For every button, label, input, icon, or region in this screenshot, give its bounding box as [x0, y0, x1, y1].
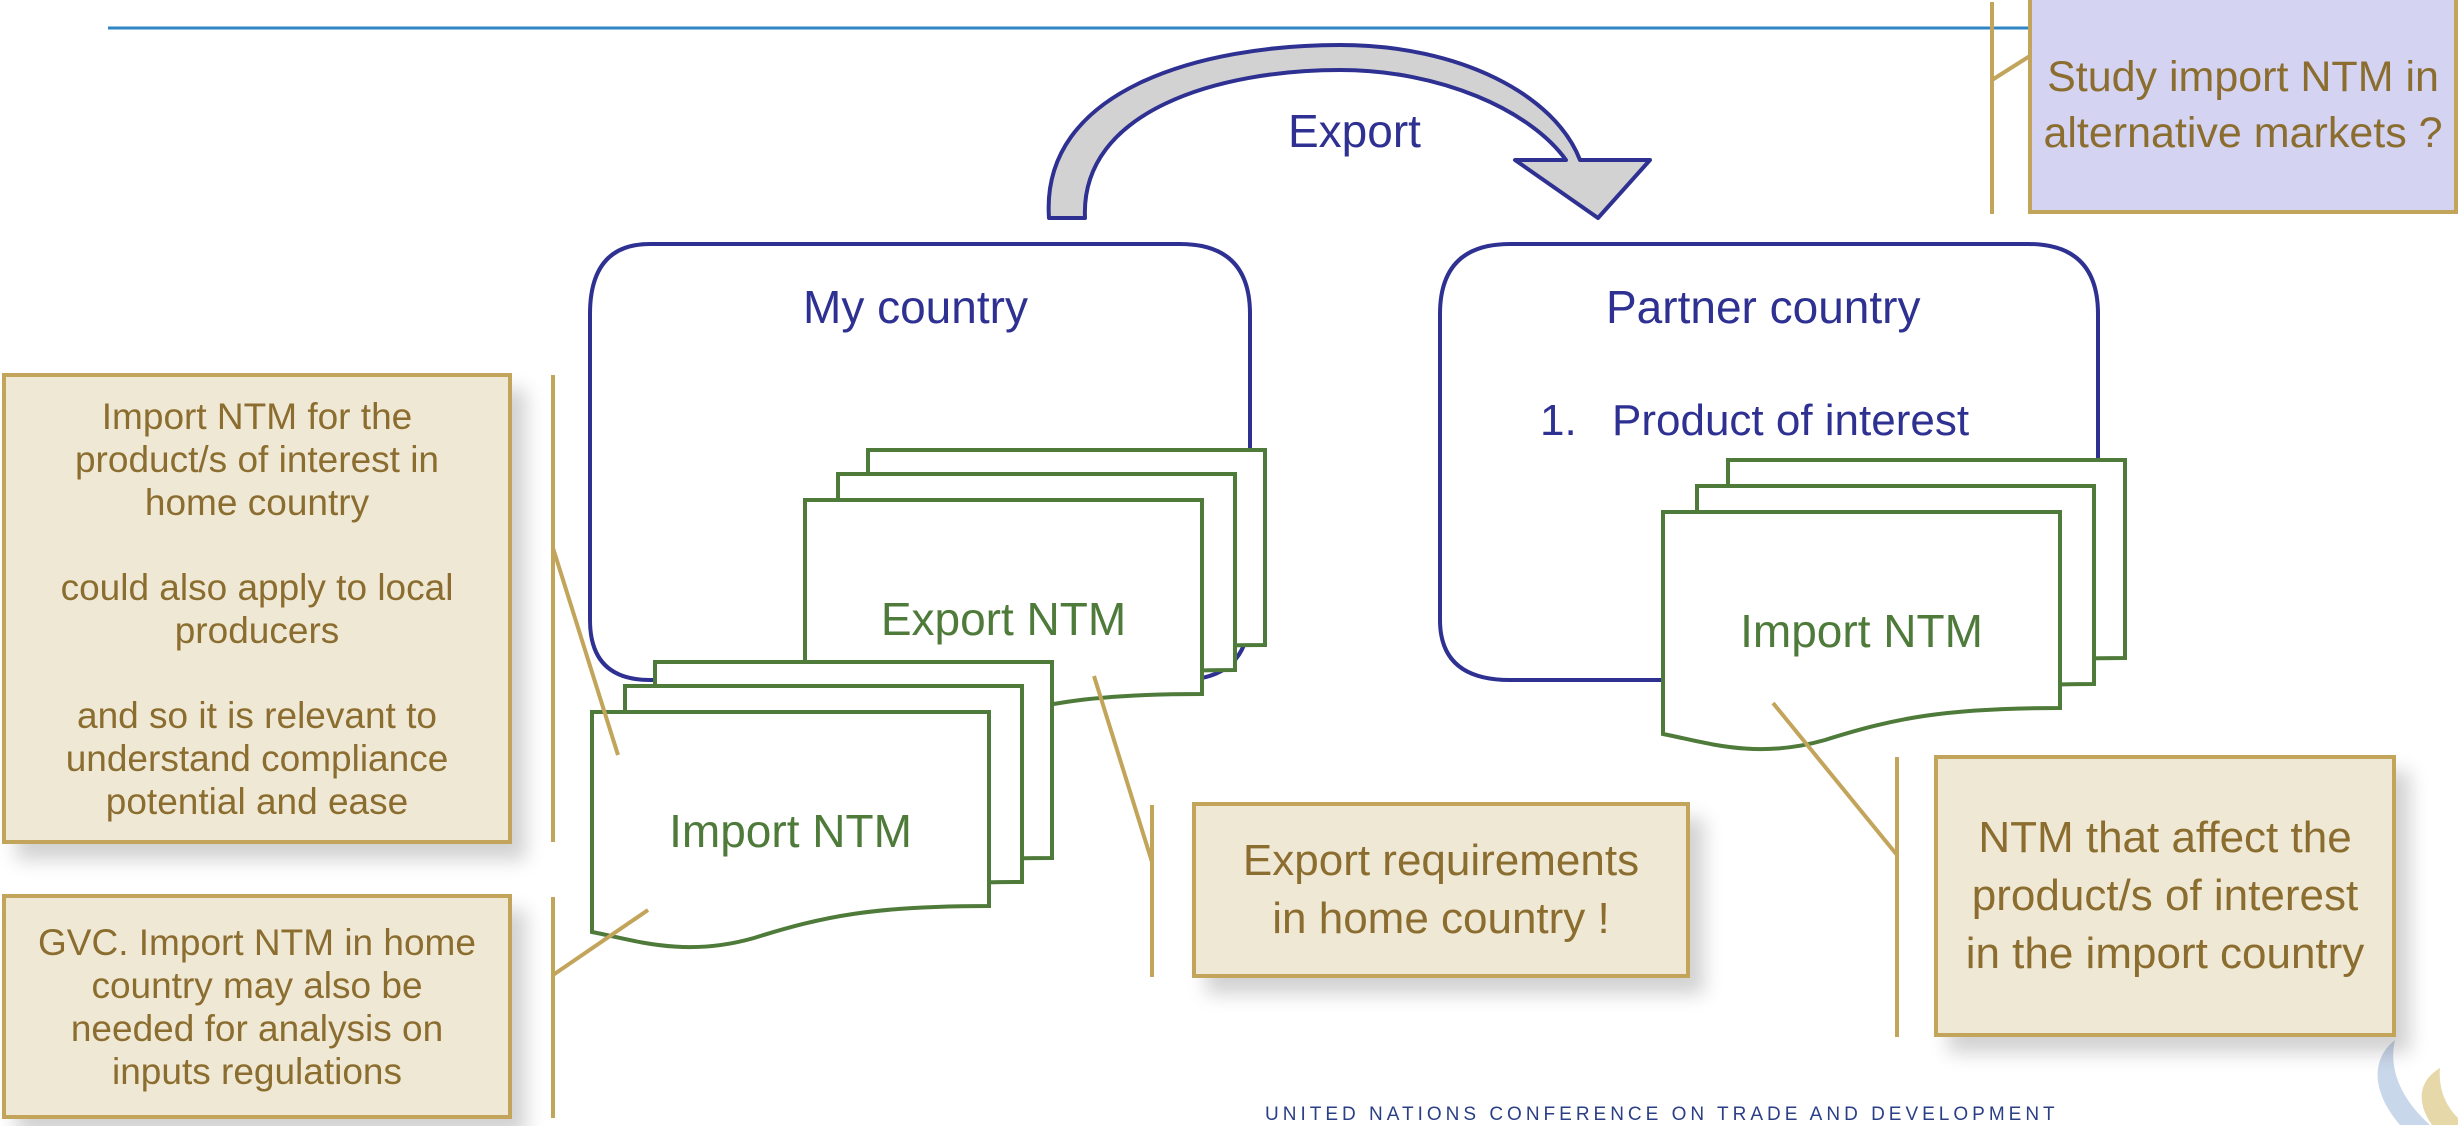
footer-organization: UNITED NATIONS CONFERENCE ON TRADE AND D… [1265, 1104, 2059, 1125]
un-logo-leaf [2421, 1068, 2458, 1125]
alternative-markets-callout: Study import NTM in alternative markets … [2028, 0, 2458, 214]
partner-country-title: Partner country [1606, 281, 1921, 333]
gvc-callout: GVC. Import NTM in home country may also… [2, 894, 512, 1119]
home-import-text-1: Import NTM for the product/s of interest… [74, 395, 440, 523]
export-requirements-text: Export requirements in home country ! [1242, 836, 1640, 943]
partner-list-item: Product of interest [1612, 396, 1970, 445]
partner-import-text: NTM that affect the product/s of interes… [1965, 813, 2365, 978]
home-import-text-3: and so it is relevant to understand comp… [65, 694, 449, 822]
home-import-ntm-document-stack [590, 660, 1054, 950]
export-requirements-callout: Export requirements in home country ! [1192, 802, 1690, 978]
home-import-text-2: could also apply to local producers [60, 566, 454, 651]
partner-import-callout: NTM that affect the product/s of interes… [1934, 755, 2396, 1037]
export-ntm-label: Export NTM [880, 593, 1127, 645]
gvc-text: GVC. Import NTM in home country may also… [38, 921, 476, 1092]
partner-import-ntm-label: Import NTM [1740, 605, 1983, 657]
home-import-ntm-label: Import NTM [669, 805, 912, 857]
home-import-callout: Import NTM for the product/s of interest… [2, 373, 512, 844]
alternative-markets-text: Study import NTM in alternative markets … [2043, 53, 2443, 157]
export-arrow [1046, 43, 1652, 220]
un-logo-mark [2377, 1040, 2430, 1125]
partner-import-ntm-document-stack [1661, 458, 2127, 752]
export-label: Export [1288, 105, 1421, 157]
my-country-title: My country [803, 281, 1028, 333]
export-ntm-document-stack [803, 448, 1267, 738]
partner-list-number: 1. [1540, 396, 1577, 445]
